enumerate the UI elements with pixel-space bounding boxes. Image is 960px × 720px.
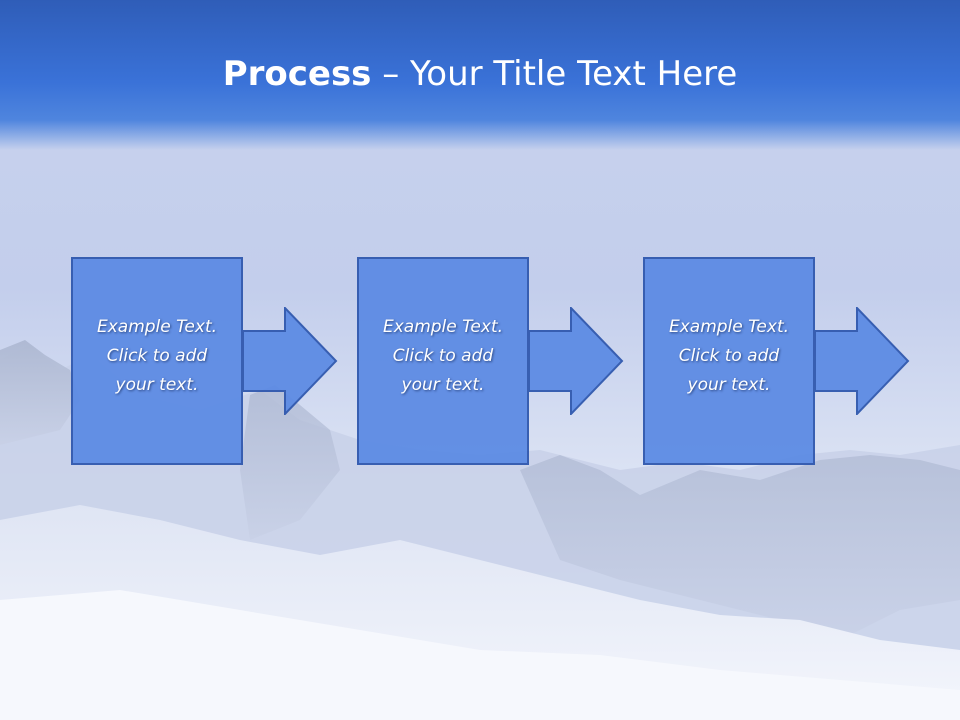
- title-band: [0, 0, 960, 150]
- step-1-line-2: Click to add: [106, 346, 208, 366]
- step-3-line-2: Click to add: [678, 346, 780, 366]
- step-3-text: Example Text. Click to add your text.: [643, 313, 815, 400]
- step-3-line-1: Example Text.: [668, 317, 790, 337]
- step-2-text: Example Text. Click to add your text.: [357, 313, 529, 400]
- slide-title[interactable]: Process – Your Title Text Here: [0, 52, 960, 96]
- step-3-box[interactable]: Example Text. Click to add your text.: [643, 257, 815, 465]
- step-1-box[interactable]: Example Text. Click to add your text.: [71, 257, 243, 465]
- step-1-box-shape: [71, 257, 243, 465]
- step-2-box-shape: [357, 257, 529, 465]
- step-3-line-3: your text.: [687, 375, 771, 395]
- step-3-box-shape: [643, 257, 815, 465]
- step-1-arrow: [243, 307, 338, 415]
- step-3-arrow: [815, 307, 910, 415]
- step-1-line-1: Example Text.: [96, 317, 218, 337]
- step-2-line-1: Example Text.: [382, 317, 504, 337]
- step-1-text: Example Text. Click to add your text.: [71, 313, 243, 400]
- step-2-line-3: your text.: [401, 375, 485, 395]
- title-bold: Process: [222, 54, 372, 94]
- step-2-box[interactable]: Example Text. Click to add your text.: [357, 257, 529, 465]
- step-2-line-2: Click to add: [392, 346, 494, 366]
- step-2-arrow: [529, 307, 624, 415]
- step-1-line-3: your text.: [115, 375, 199, 395]
- title-rest: – Your Title Text Here: [371, 54, 738, 94]
